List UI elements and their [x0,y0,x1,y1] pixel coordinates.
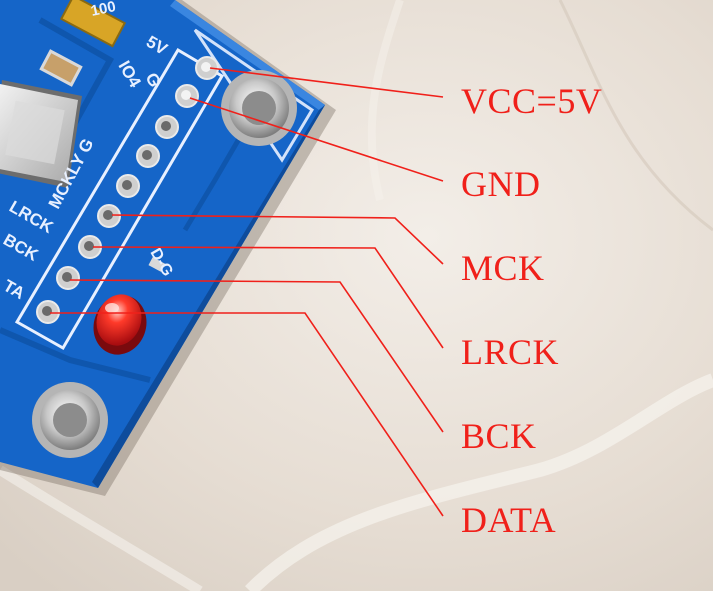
silk-top-edge-label: 100 [89,0,117,20]
crystal-oscillator [0,80,82,188]
red-led [93,294,147,355]
leader-line-mck [111,214,444,265]
smd-resistor [39,49,83,87]
pcb-edge-dark [92,105,325,488]
leader-line-lrck [92,246,444,349]
smd-resistor [148,257,166,272]
pcb-trace [182,118,253,232]
header-pin-hole [62,272,72,282]
marble-vein [245,373,713,591]
leader-line-bck [69,279,444,433]
mounting-hole-center [242,91,276,125]
header-pins [36,56,219,324]
header-pin-hole [103,210,113,220]
header-pin-hole [42,306,52,316]
callout-label-vcc: VCC=5V [461,81,603,121]
mounting-hole-center [53,403,87,437]
marble-vein [558,0,713,232]
header-pin-hole [201,62,211,72]
leader-line-gnd [189,97,444,182]
header-pin-hole [84,241,94,251]
marble-vein [367,0,404,201]
callout-label-lrck: LRCK [461,332,560,372]
marble-vein [0,465,203,591]
leader-line-data [50,312,444,517]
leader-line-vcc [209,67,444,98]
header-pin-hole [161,121,171,131]
pcb-trace [0,327,151,383]
header-pin-hole [122,180,132,190]
callout-label-mck: MCK [461,248,545,288]
smd-capacitor [59,0,127,48]
header-pin-hole [142,150,152,160]
callout-label-data: DATA [461,500,557,540]
callout-leader-lines [50,67,444,517]
pcb-board: 100 5V IO4 G MCKLY G LRCK BCK TA D-G [0,0,336,496]
callout-label-bck: BCK [461,416,537,456]
header-pin-hole [181,90,191,100]
callout-label-gnd: GND [461,164,541,204]
